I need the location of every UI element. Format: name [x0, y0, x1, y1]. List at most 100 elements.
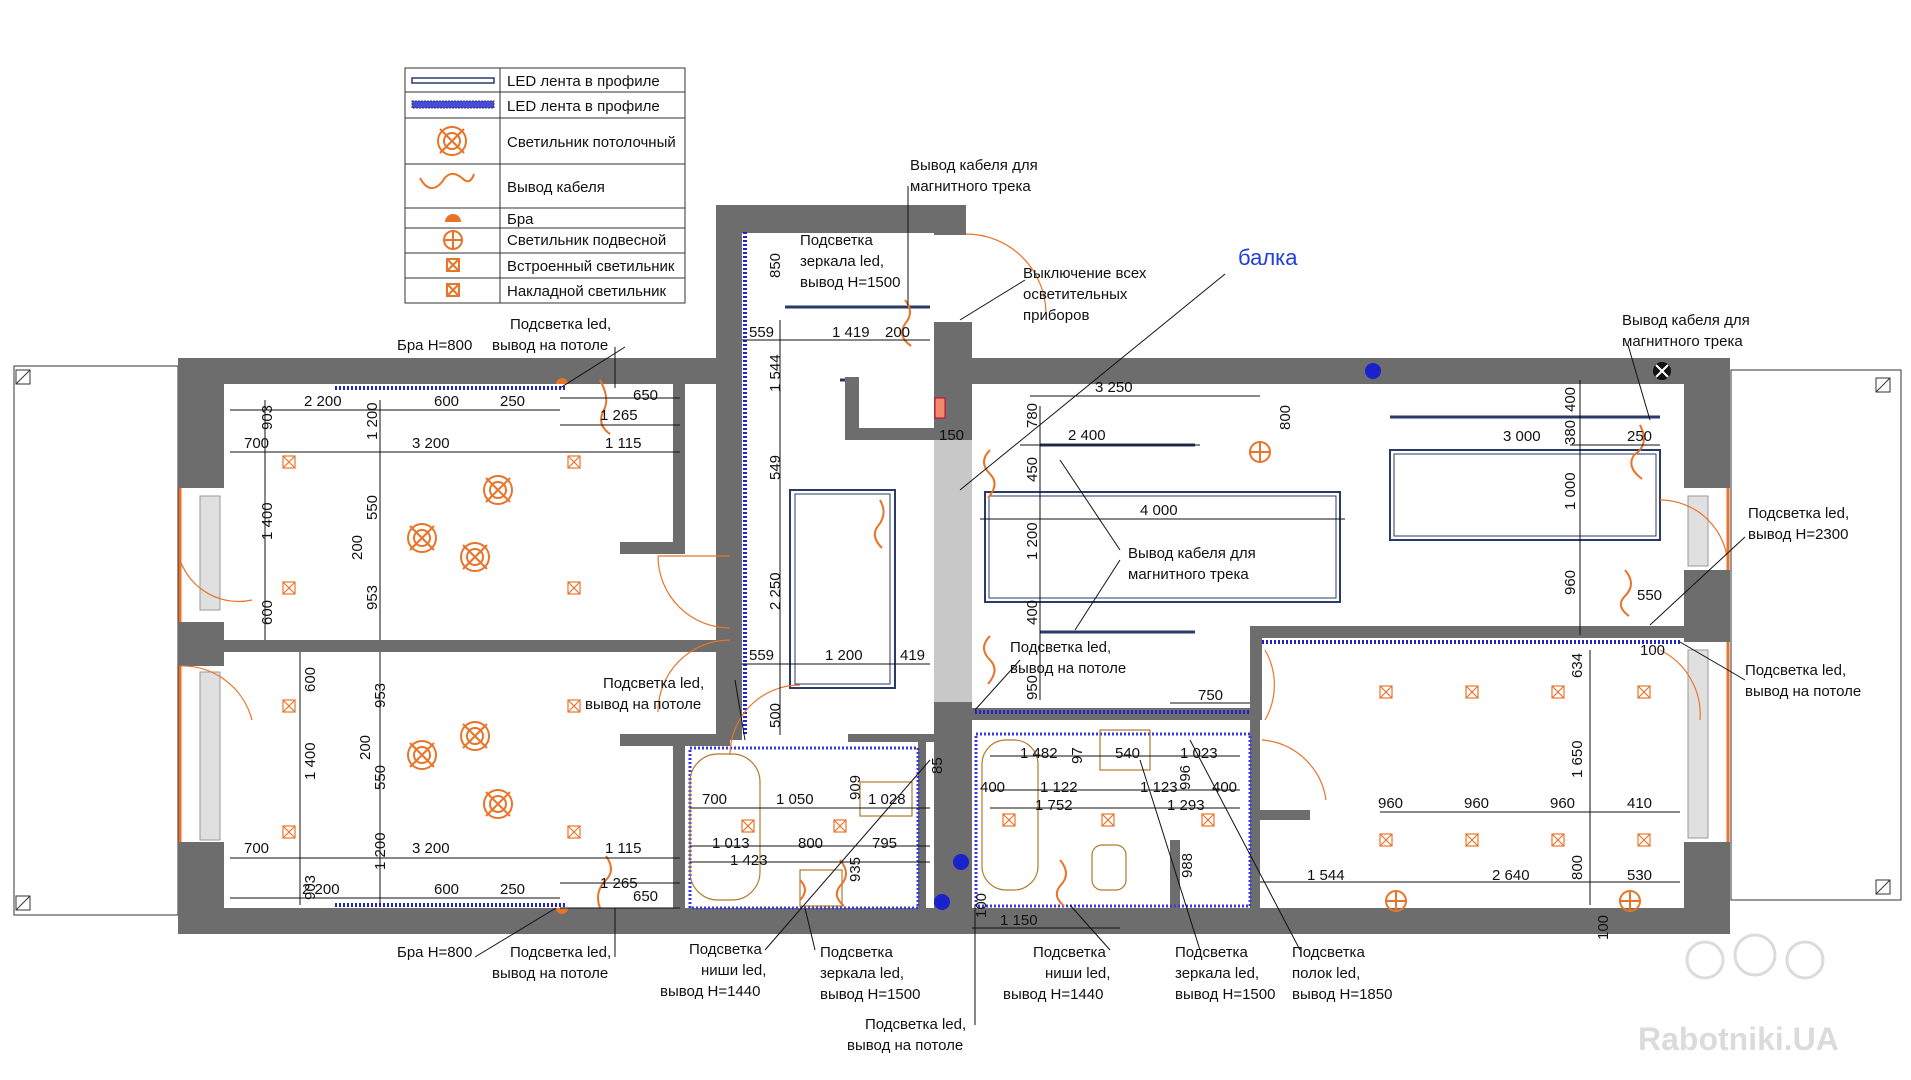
led-profile-icon — [411, 77, 495, 84]
recessed-lights — [282, 455, 1651, 847]
dimension-text: 3 200 — [412, 840, 450, 857]
ceiling-light-icon — [460, 721, 490, 751]
recessed-light-icon — [1379, 833, 1393, 847]
dimension-text: 1 115 — [605, 435, 641, 452]
dimension-text: 250 — [500, 393, 525, 410]
legend-label: Светильник потолочный — [507, 134, 676, 151]
legend: LED лента в профиле LED лента в профиле … — [404, 67, 686, 304]
dimension-text: 1 752 — [1035, 797, 1073, 814]
recessed-light-icon — [1465, 833, 1479, 847]
dimension-text: 450 — [1024, 457, 1041, 482]
legend-label: Светильник подвесной — [507, 232, 666, 249]
ceiling-light-icon — [407, 740, 437, 770]
walls — [178, 205, 1730, 934]
surface-light-icon — [446, 283, 460, 297]
dimension-text: 1 000 — [1562, 472, 1579, 510]
label-niche-right: Подсветка — [1033, 944, 1106, 961]
dimension-text: 540 — [1115, 745, 1140, 762]
label-mirror-led: Подсветка — [800, 232, 873, 249]
ceiling-lights — [407, 475, 513, 819]
label-led-ceiling-right: Подсветка led, — [1745, 662, 1846, 679]
dimension-text: 400 — [980, 779, 1005, 796]
recessed-light-icon — [567, 455, 581, 469]
beam — [934, 440, 972, 702]
furniture — [178, 305, 1730, 907]
dimension-text: 903 — [302, 875, 319, 900]
label-led-ceiling-center: Подсветка led, — [865, 1016, 966, 1033]
label-led-ceiling-top: вывод на потоле — [492, 337, 608, 354]
recessed-light-icon — [1465, 685, 1479, 699]
dimension-text: 909 — [847, 775, 864, 800]
dimension-text: 700 — [244, 435, 269, 452]
dimension-text: 97 — [1069, 747, 1086, 764]
dimension-text: 600 — [434, 393, 459, 410]
dimension-text: 700 — [702, 791, 727, 808]
dimension-text: 1 482 — [1020, 745, 1058, 762]
sconces — [556, 378, 568, 914]
dimension-text: 1 400 — [302, 742, 319, 780]
dimension-values: 2 200 600 250 650 1 265 700 3 200 1 115 … — [244, 253, 1665, 940]
dimension-text: 1 293 — [1167, 797, 1205, 814]
label-sconce-top: Бра H=800 — [397, 337, 472, 354]
label-led-ceiling-mid: вывод на потоле — [1010, 660, 1126, 677]
pendant-light-icon — [1249, 441, 1271, 463]
label-niche-right: ниши led, — [1045, 965, 1110, 982]
label-mirror-left: вывод H=1500 — [820, 986, 920, 1003]
label-mirror-right: зеркала led, — [1175, 965, 1259, 982]
label-led-ceiling-right: вывод на потоле — [1745, 683, 1861, 700]
pendant-lights — [1249, 441, 1641, 912]
dimension-text: 1 544 — [1307, 867, 1345, 884]
dimension-text: 550 — [364, 495, 381, 520]
dimension-text: 634 — [1569, 653, 1586, 678]
ceiling-light-icon — [460, 542, 490, 572]
label-led-h2300: Подсветка led, — [1748, 505, 1849, 522]
electrical-point-icon — [953, 854, 969, 870]
dimension-text: 100 — [1595, 915, 1612, 940]
dimension-text: 1 544 — [767, 354, 784, 392]
legend-label: Накладной светильник — [507, 283, 667, 300]
dimension-text: 3 250 — [1095, 379, 1133, 396]
dimension-text: 410 — [1627, 795, 1652, 812]
dimension-text: 960 — [1562, 570, 1579, 595]
dimension-text: 200 — [357, 735, 374, 760]
dimension-text: 950 — [1024, 675, 1041, 700]
label-cable-track-top: Вывод кабеля для — [910, 157, 1038, 174]
leader-lines — [474, 186, 1746, 1025]
dimension-text: 996 — [1177, 765, 1194, 790]
label-mirror-right: Подсветка — [1175, 944, 1248, 961]
dimension-text: 780 — [1024, 403, 1041, 428]
dimension-text: 700 — [244, 840, 269, 857]
label-led-ceiling-bottom: вывод на потоле — [492, 965, 608, 982]
recessed-light-icon — [1551, 833, 1565, 847]
label-switch-all: приборов — [1023, 307, 1089, 324]
dimension-text: 600 — [434, 881, 459, 898]
pendant-light-icon — [1619, 890, 1641, 912]
led-profile-dotted-icon — [411, 100, 495, 109]
ceiling-light-icon — [483, 789, 513, 819]
dimension-text: 550 — [1637, 587, 1662, 604]
pendant-light-icon — [443, 230, 463, 250]
legend-label: LED лента в профиле — [507, 73, 660, 90]
dimension-text: 2 200 — [304, 393, 342, 410]
dimension-text: 1 028 — [868, 791, 906, 808]
ceiling-light-icon — [437, 126, 467, 156]
dimension-text: 1 419 — [832, 324, 870, 341]
dimension-text: 559 — [749, 647, 774, 664]
label-led-ceiling-mid: Подсветка led, — [1010, 639, 1111, 656]
dimension-text: 960 — [1464, 795, 1489, 812]
dimension-text: 4 000 — [1140, 502, 1178, 519]
dimension-text: 960 — [1378, 795, 1403, 812]
dimension-text: 85 — [929, 757, 946, 774]
legend-label: Бра — [507, 211, 534, 228]
dimension-text: 1 650 — [1569, 740, 1586, 778]
dimension-text: 988 — [1179, 853, 1196, 878]
label-cable-track-top: магнитного трека — [910, 178, 1031, 195]
pendant-light-icon — [1385, 890, 1407, 912]
sconce-icon — [445, 214, 461, 222]
dimension-text: 150 — [939, 427, 964, 444]
led-strips — [335, 232, 1680, 910]
dimension-text: 800 — [798, 835, 823, 852]
dimension-text: 419 — [900, 647, 925, 664]
dimension-text: 1 200 — [364, 402, 381, 440]
